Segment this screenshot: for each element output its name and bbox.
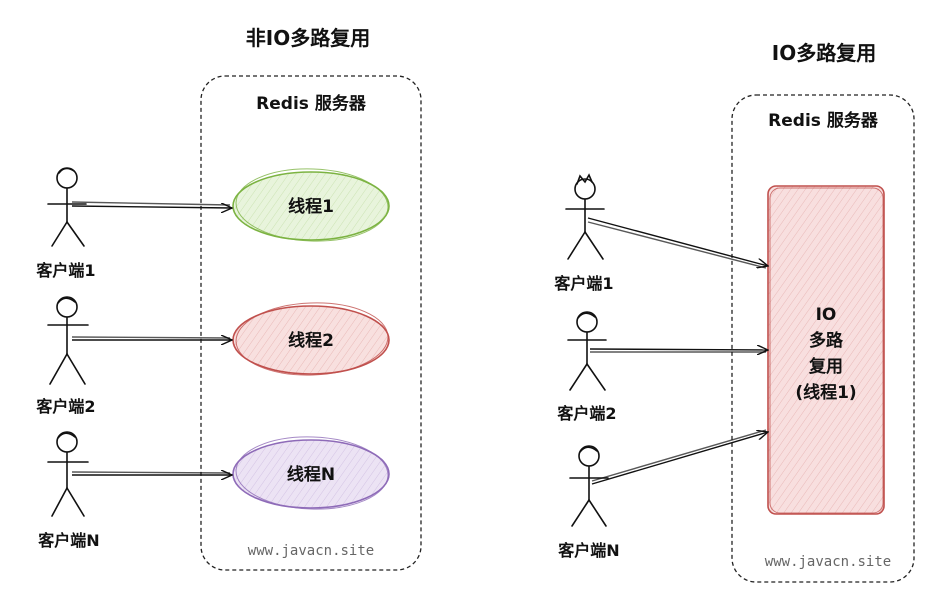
arrow-client-2-to-multiplexer (589, 349, 768, 350)
left-redis-server-box (200, 75, 422, 571)
left-client-1: 客户端1 (36, 167, 96, 280)
thread-2-label: 线程2 (288, 330, 334, 351)
io-multiplexer: IO 多路 复用 (线程1) (767, 185, 885, 515)
multiplexer-line-2: 多路 (809, 330, 844, 351)
right-client-2-label: 客户端2 (557, 404, 616, 423)
thread-1-hatch (233, 172, 389, 240)
left-client-1-label: 客户端1 (36, 261, 95, 280)
multiplexer-line-1: IO (816, 305, 837, 325)
right-redis-server-box (731, 94, 915, 583)
non-io-multiplexing-section: 非IO多路复用 Redis 服务器 线程1 线程2 线程N (36, 26, 422, 571)
left-client-n-label: 客户端N (38, 531, 99, 550)
thread-2-hatch (233, 306, 389, 374)
multiplexer-hatch (768, 186, 884, 514)
multiplexer-line-3: 复用 (808, 356, 843, 377)
right-watermark: www.javacn.site (765, 554, 891, 570)
thread-n-outline-sketch (235, 436, 389, 510)
right-client-n: 客户端N (558, 445, 620, 560)
thread-n-outline (232, 439, 390, 509)
multiplexer-line-4: (线程1) (795, 382, 856, 403)
person-icon (569, 445, 609, 527)
thread-2-outline-sketch (235, 302, 389, 376)
arrow-client-n-to-multiplexer-sketch (591, 429, 767, 482)
right-client-1: 客户端1 (554, 173, 614, 293)
arrow-client-1-to-thread-1 (71, 206, 232, 208)
left-watermark: www.javacn.site (248, 543, 374, 559)
left-client-n: 客户端N (38, 431, 100, 550)
thread-1-outline-sketch (235, 168, 389, 242)
right-title: IO多路复用 (772, 41, 876, 65)
right-server-label: Redis 服务器 (768, 110, 879, 131)
arrow-client-1-to-thread-1-sketch (71, 201, 231, 206)
left-client-2: 客户端2 (36, 296, 96, 416)
left-title: 非IO多路复用 (246, 26, 370, 50)
arrow-client-1-to-multiplexer (587, 217, 768, 266)
thread-2: 线程2 (232, 302, 390, 376)
thread-2-outline (232, 305, 390, 375)
person-icon (567, 311, 607, 391)
thread-n-label: 线程N (287, 464, 335, 485)
thread-n: 线程N (232, 436, 390, 510)
person-icon (47, 167, 87, 247)
arrow-client-n-to-multiplexer (591, 432, 768, 485)
left-client-2-label: 客户端2 (36, 397, 95, 416)
arrow-client-1-to-multiplexer-sketch (587, 221, 767, 269)
person-icon (47, 296, 89, 385)
arrow-client-2-to-thread-2-sketch (71, 336, 231, 339)
thread-1: 线程1 (232, 168, 390, 242)
right-client-n-label: 客户端N (558, 541, 619, 560)
thread-1-label: 线程1 (288, 196, 334, 217)
person-icon (47, 431, 89, 517)
right-client-2: 客户端2 (557, 311, 617, 423)
right-client-1-label: 客户端1 (554, 274, 613, 293)
multiplexer-outline-sketch (769, 187, 884, 514)
person-icon (565, 173, 605, 260)
left-server-label: Redis 服务器 (256, 93, 367, 114)
thread-n-hatch (233, 440, 389, 508)
arrow-client-n-to-thread-n-sketch (71, 471, 231, 474)
io-multiplexing-section: IO多路复用 Redis 服务器 IO 多路 复用 (线程1) 客户端1 (554, 41, 915, 583)
